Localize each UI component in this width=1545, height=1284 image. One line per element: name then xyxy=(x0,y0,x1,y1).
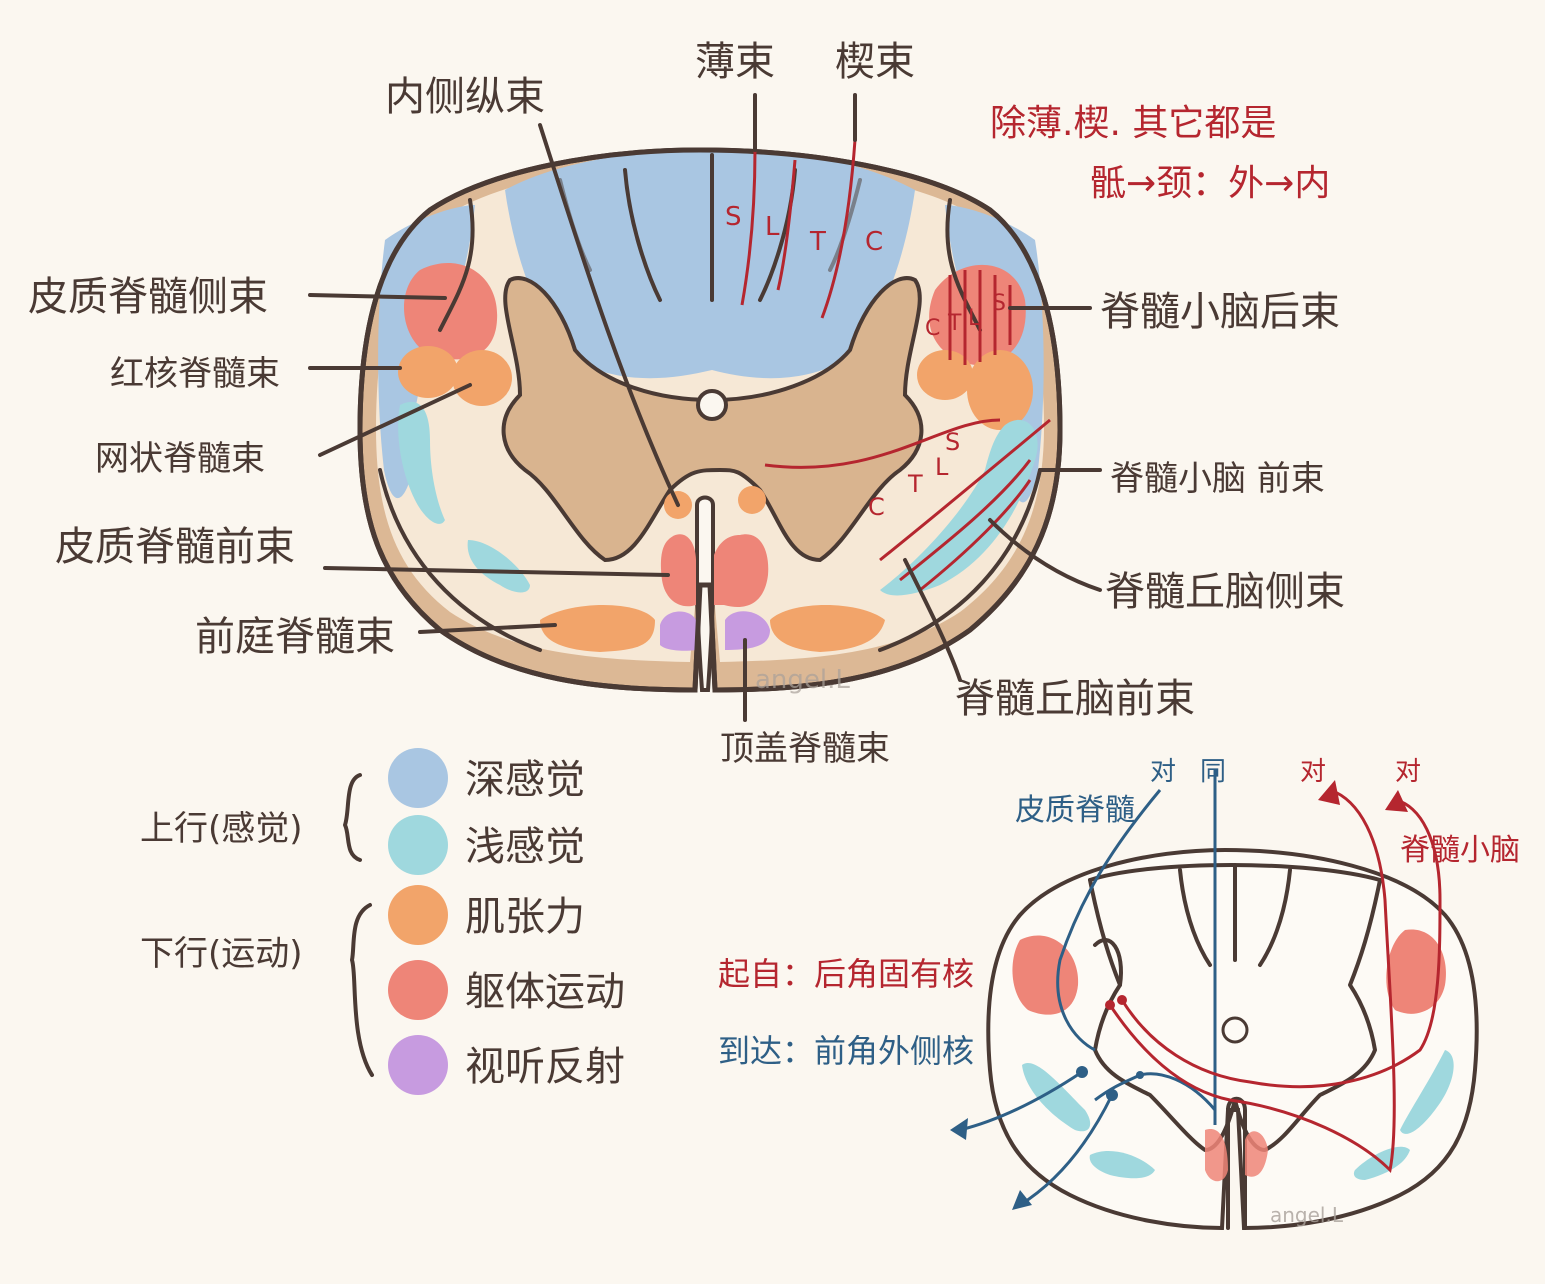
small-cyan-left-2 xyxy=(1089,1150,1155,1179)
small-origin-text: 起自：后角固有核 xyxy=(718,955,974,993)
legend-item-somatic-motor: 躯体运动 xyxy=(465,969,625,1015)
descending-brace xyxy=(350,903,374,1077)
small-central-canal xyxy=(1221,1016,1249,1044)
note-line-1: 除薄.楔. 其它都是 xyxy=(990,103,1276,144)
vestibulospinal-shape-right xyxy=(770,605,885,652)
anterior-corticospinal-shape-right xyxy=(714,534,769,607)
anterior-corticospinal-shape-left xyxy=(660,534,696,607)
dorsal-seg-s: S xyxy=(725,202,742,232)
label-anterior-spinothalamic: 脊髓丘脑前束 xyxy=(955,676,1195,722)
right-muscle-tone-2 xyxy=(967,350,1033,430)
central-canal xyxy=(696,389,728,421)
legend-ascending-label: 上行(感觉) xyxy=(140,809,303,849)
small-destination-text: 到达：前角外侧核 xyxy=(718,1032,974,1070)
label-fasciculus-cuneatus: 楔束 xyxy=(835,39,915,85)
label-lateral-corticospinal: 皮质脊髓侧束 xyxy=(28,274,268,320)
dorsal-seg-t: T xyxy=(809,227,826,257)
watermark-main: angel.L xyxy=(755,665,850,695)
label-posterior-spinocerebellar: 脊髓小脑后束 xyxy=(1100,289,1340,335)
psc-seg-c: C xyxy=(925,316,940,341)
legend-item-audiovisual: 视听反射 xyxy=(465,1044,625,1090)
psc-seg-t: T xyxy=(947,311,962,336)
note-line-2: 骶→颈：外→内 xyxy=(1090,163,1330,204)
label-anterior-corticospinal: 皮质脊髓前束 xyxy=(55,524,295,570)
psc-seg-s: S xyxy=(992,291,1006,316)
left-superficial-band xyxy=(398,401,445,524)
dorsal-seg-l: L xyxy=(765,212,780,242)
reticulospinal-shape xyxy=(452,350,512,406)
rubrospinal-shape xyxy=(398,346,458,398)
legend-swatch-superficial xyxy=(388,815,448,875)
legend-descending-label: 下行(运动) xyxy=(140,934,303,974)
main-spinal-cord-diagram: S L T C C T L S C T L S 薄束 楔束 内侧纵束 皮质脊髓侧… xyxy=(28,39,1345,769)
watermark-small: angel.L xyxy=(1270,1203,1344,1227)
label-rubrospinal: 红核脊髓束 xyxy=(110,354,280,394)
small-cyan-right-1 xyxy=(1400,1050,1454,1134)
stt-seg-t: T xyxy=(907,470,923,498)
label-vestibulospinal: 前庭脊髓束 xyxy=(195,614,395,660)
label-tectospinal: 顶盖脊髓束 xyxy=(720,729,890,769)
legend-swatch-muscle-tone xyxy=(388,885,448,945)
legend-swatch-audiovisual xyxy=(388,1035,448,1095)
ascending-brace xyxy=(343,773,362,862)
small-cyan-left-1 xyxy=(1022,1063,1091,1132)
vestibulospinal-shape-left xyxy=(540,605,655,652)
medial-longitudinal-dot-right xyxy=(738,486,766,514)
small-red-right xyxy=(1386,929,1446,1014)
legend-item-muscle-tone: 肌张力 xyxy=(465,894,585,940)
legend-item-superficial: 浅感觉 xyxy=(465,824,585,870)
small-spinal-cord-diagram: 皮质脊髓 对 同 对 对 脊髓小脑 起自：后角固有核 到达：前角外侧核 ange… xyxy=(718,757,1520,1231)
label-reticulospinal: 网状脊髓束 xyxy=(95,439,265,479)
legend: 上行(感觉) 下行(运动) 深感觉 浅感觉 肌张力 躯体运动 视听反射 xyxy=(140,748,625,1095)
label-fasciculus-gracilis: 薄束 xyxy=(695,39,775,85)
legend-swatch-deep xyxy=(388,748,448,808)
small-mark-red-contra: 对 xyxy=(1300,757,1326,787)
posterior-spinocerebellar-shape xyxy=(929,264,1026,365)
small-label-corticospinal: 皮质脊髓 xyxy=(1015,793,1135,828)
stt-seg-c: C xyxy=(868,493,885,521)
dorsal-seg-c: C xyxy=(865,227,883,257)
left-superficial-band-2 xyxy=(467,540,530,593)
legend-swatch-somatic-motor xyxy=(388,960,448,1020)
label-lateral-spinothalamic: 脊髓丘脑侧束 xyxy=(1105,569,1345,615)
right-muscle-tone-1 xyxy=(917,350,973,400)
small-mark-blue-contra: 对 xyxy=(1150,757,1176,787)
label-medial-longitudinal-fasciculus: 内侧纵束 xyxy=(385,74,545,120)
legend-item-deep: 深感觉 xyxy=(465,757,585,803)
label-anterior-spinocerebellar: 脊髓小脑 前束 xyxy=(1110,459,1325,499)
tectospinal-shape-left xyxy=(660,611,696,651)
stt-seg-s: S xyxy=(945,428,960,456)
tectospinal-shape-right xyxy=(725,611,770,650)
small-mark-blue-ipsi: 同 xyxy=(1200,757,1226,787)
psc-seg-l: L xyxy=(968,306,981,331)
small-red-anterior xyxy=(1205,1129,1268,1182)
small-mark-red-contra-2: 对 xyxy=(1395,757,1421,787)
stt-seg-l: L xyxy=(935,453,949,481)
small-label-spinocerebellar: 脊髓小脑 xyxy=(1400,833,1520,868)
